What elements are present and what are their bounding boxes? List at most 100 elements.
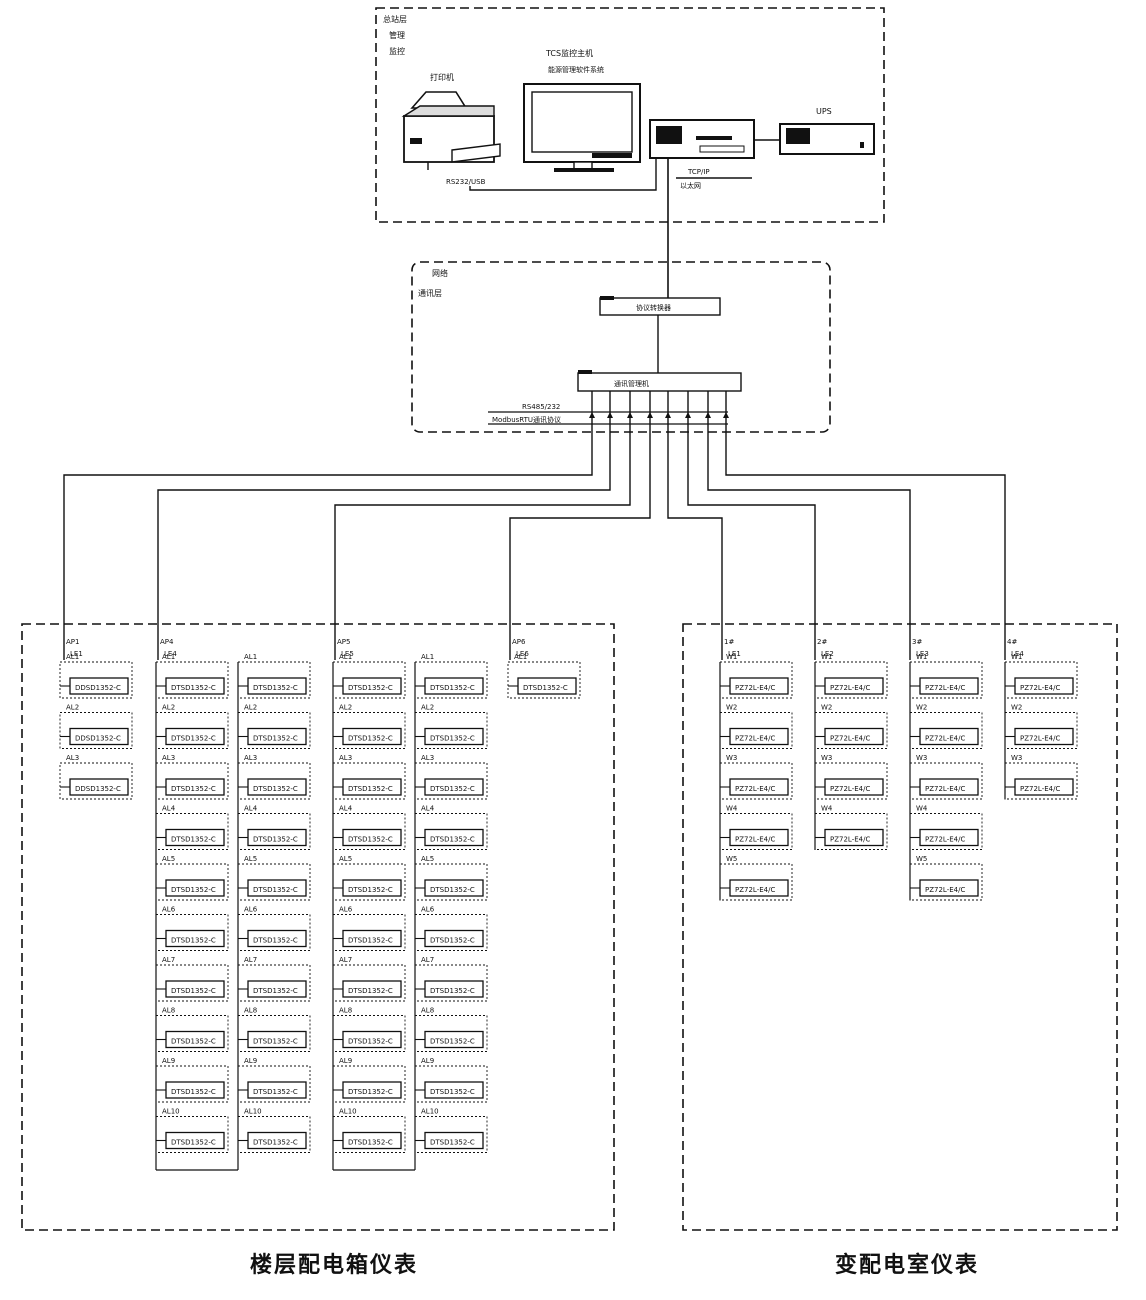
protocol-converter [599, 297, 721, 316]
bus-tap-arrow-3 [627, 412, 633, 418]
substation-caption: 变配电室仪表 [835, 1252, 979, 1278]
group-sublabel-1: LE1 [70, 650, 83, 658]
bus-line-4 [509, 391, 651, 660]
floor-col-5-meter-model-8: DTSD1352-C [430, 1038, 475, 1046]
floor-col-3-panel-label-6: AL6 [244, 906, 258, 914]
floor-col-1-panel-label-3: AL3 [66, 754, 79, 762]
sub-col-4-panel-label-1: W1 [1011, 653, 1022, 661]
group-sublabel-6: LE2 [821, 650, 834, 658]
floor-col-3-panel-label-10: AL10 [244, 1108, 262, 1116]
floor-col-2-meter-model-7: DTSD1352-C [171, 987, 216, 995]
floor-col-4-panel-label-3: AL3 [339, 754, 352, 762]
group-label-5: 1# [724, 638, 734, 646]
floor-col-1-meter-model-2: DDSD1352-C [75, 735, 121, 743]
floor-col-2-meter-model-9: DTSD1352-C [171, 1088, 216, 1096]
floor-col-5-panel-label-5: AL5 [421, 855, 434, 863]
bus-line-6 [687, 391, 816, 660]
floor-col-6-panel-label-1: AL1 [514, 653, 527, 661]
floor-col-1-panel-label-2: AL2 [66, 704, 79, 712]
floor-col-5-panel-label-10: AL10 [421, 1108, 439, 1116]
sub-col-3-panel-label-4: W4 [916, 805, 928, 813]
floor-col-2-meter-model-2: DTSD1352-C [171, 735, 216, 743]
floor-col-2-panel-label-2: AL2 [162, 704, 175, 712]
floor-col-2-panel-label-6: AL6 [162, 906, 176, 914]
floor-col-3-meter-model-10: DTSD1352-C [253, 1139, 298, 1147]
sub-col-1-panel-label-1: W1 [726, 653, 737, 661]
floor-col-5-meter-model-7: DTSD1352-C [430, 987, 475, 995]
floor-col-2-meter-model-1: DTSD1352-C [171, 684, 216, 692]
floor-panel-frame [21, 623, 615, 1231]
floor-col-3-meter-model-4: DTSD1352-C [253, 836, 298, 844]
floor-col-2-meter-model-6: DTSD1352-C [171, 937, 216, 945]
floor-col-2-panel-label-5: AL5 [162, 855, 175, 863]
floor-col-1-panel-3 [59, 762, 133, 800]
sub-col-3-panel-label-5: W5 [916, 855, 927, 863]
floor-col-5-meter-model-1: DTSD1352-C [430, 684, 475, 692]
floor-col-2-meter-model-3: DTSD1352-C [171, 785, 216, 793]
sub-col-4-panel-label-2: W2 [1011, 704, 1022, 712]
sub-col-1-panel-label-2: W2 [726, 704, 737, 712]
group-label-4: AP6 [512, 638, 526, 646]
group-label-3: AP5 [337, 638, 350, 646]
station-layer-frame [375, 7, 885, 223]
bus-line-2 [157, 391, 611, 660]
monitor-icon [523, 83, 641, 172]
floor-col-1-panel-label-1: AL1 [66, 653, 79, 661]
floor-col-3-meter-model-7: DTSD1352-C [253, 987, 298, 995]
floor-col-3-panel-label-5: AL5 [244, 855, 257, 863]
floor-col-4-meter-model-9: DTSD1352-C [348, 1088, 393, 1096]
floor-col-2-panel-label-7: AL7 [162, 956, 175, 964]
sub-col-1-meter-model-3: PZ72L-E4/C [735, 785, 775, 793]
floor-col-2-panel-label-3: AL3 [162, 754, 175, 762]
field-meter-groups: AP1LE1AP4LE4AP5LE5AP6LE61#LE12#LE23#LE34… [59, 638, 1078, 1171]
floor-col-1-panel-1 [59, 661, 133, 699]
uplink-label-ethernet: TCP/IP [687, 168, 710, 176]
sub-col-2-meter-model-1: PZ72L-E4/C [830, 684, 870, 692]
sub-col-4-panel-label-3: W3 [1011, 754, 1022, 762]
floor-col-4-meter-model-5: DTSD1352-C [348, 886, 393, 894]
sub-col-3-meter-model-3: PZ72L-E4/C [925, 785, 965, 793]
bus-tap-arrow-4 [647, 412, 653, 418]
floor-col-5-panel-label-4: AL4 [421, 805, 435, 813]
computer-sub-label: 能源管理软件系统 [548, 65, 604, 74]
floor-col-5-meter-model-9: DTSD1352-C [430, 1088, 475, 1096]
computer-label: TCS监控主机 [545, 48, 593, 58]
floor-col-3-panel-label-4: AL4 [244, 805, 258, 813]
floor-col-5-meter-model-6: DTSD1352-C [430, 937, 475, 945]
floor-col-5-meter-model-2: DTSD1352-C [430, 735, 475, 743]
floor-col-4-panel-label-2: AL2 [339, 704, 352, 712]
communication-manager [577, 372, 742, 392]
group-label-6: 2# [817, 638, 827, 646]
rs485-bus-lines [63, 391, 1006, 660]
floor-col-2-meter-model-5: DTSD1352-C [171, 886, 216, 894]
sub-col-1-meter-model-5: PZ72L-E4/C [735, 886, 775, 894]
sub-col-2-meter-model-3: PZ72L-E4/C [830, 785, 870, 793]
floor-col-5-panel-label-1: AL1 [421, 653, 434, 661]
sub-col-3-panel-label-3: W3 [916, 754, 927, 762]
floor-col-1-meter-model-1: DDSD1352-C [75, 684, 121, 692]
sub-col-4-meter-model-2: PZ72L-E4/C [1020, 735, 1060, 743]
sub-col-2-panel-label-4: W4 [821, 805, 833, 813]
network-layer-sub: 通讯层 [418, 288, 442, 298]
sub-col-2-meter-model-4: PZ72L-E4/C [830, 836, 870, 844]
group-sublabel-4: LE6 [516, 650, 529, 658]
bus-line-7 [707, 391, 911, 660]
network-layer-frame [411, 261, 831, 433]
bus-tap-arrow-7 [705, 412, 711, 418]
floor-col-4-meter-model-8: DTSD1352-C [348, 1038, 393, 1046]
floor-col-3-meter-model-2: DTSD1352-C [253, 735, 298, 743]
uplink-label-tcp: 以太网 [680, 181, 701, 190]
bus-tap-arrow-1 [589, 412, 595, 418]
floor-col-6-panel-1 [507, 661, 581, 699]
floor-col-3-meter-model-6: DTSD1352-C [253, 937, 298, 945]
sub-col-3-meter-model-4: PZ72L-E4/C [925, 836, 965, 844]
bus-line-8 [725, 391, 1006, 660]
sub-col-2-panel-label-1: W1 [821, 653, 832, 661]
floor-col-2-panel-label-10: AL10 [162, 1108, 180, 1116]
floor-col-5-meter-model-5: DTSD1352-C [430, 886, 475, 894]
floor-col-5-meter-model-3: DTSD1352-C [430, 785, 475, 793]
floor-col-4-panel-label-1: AL1 [339, 653, 352, 661]
floor-col-2-panel-label-4: AL4 [162, 805, 176, 813]
substation-frame [682, 623, 1118, 1231]
sub-col-3-panel-label-1: W1 [916, 653, 927, 661]
